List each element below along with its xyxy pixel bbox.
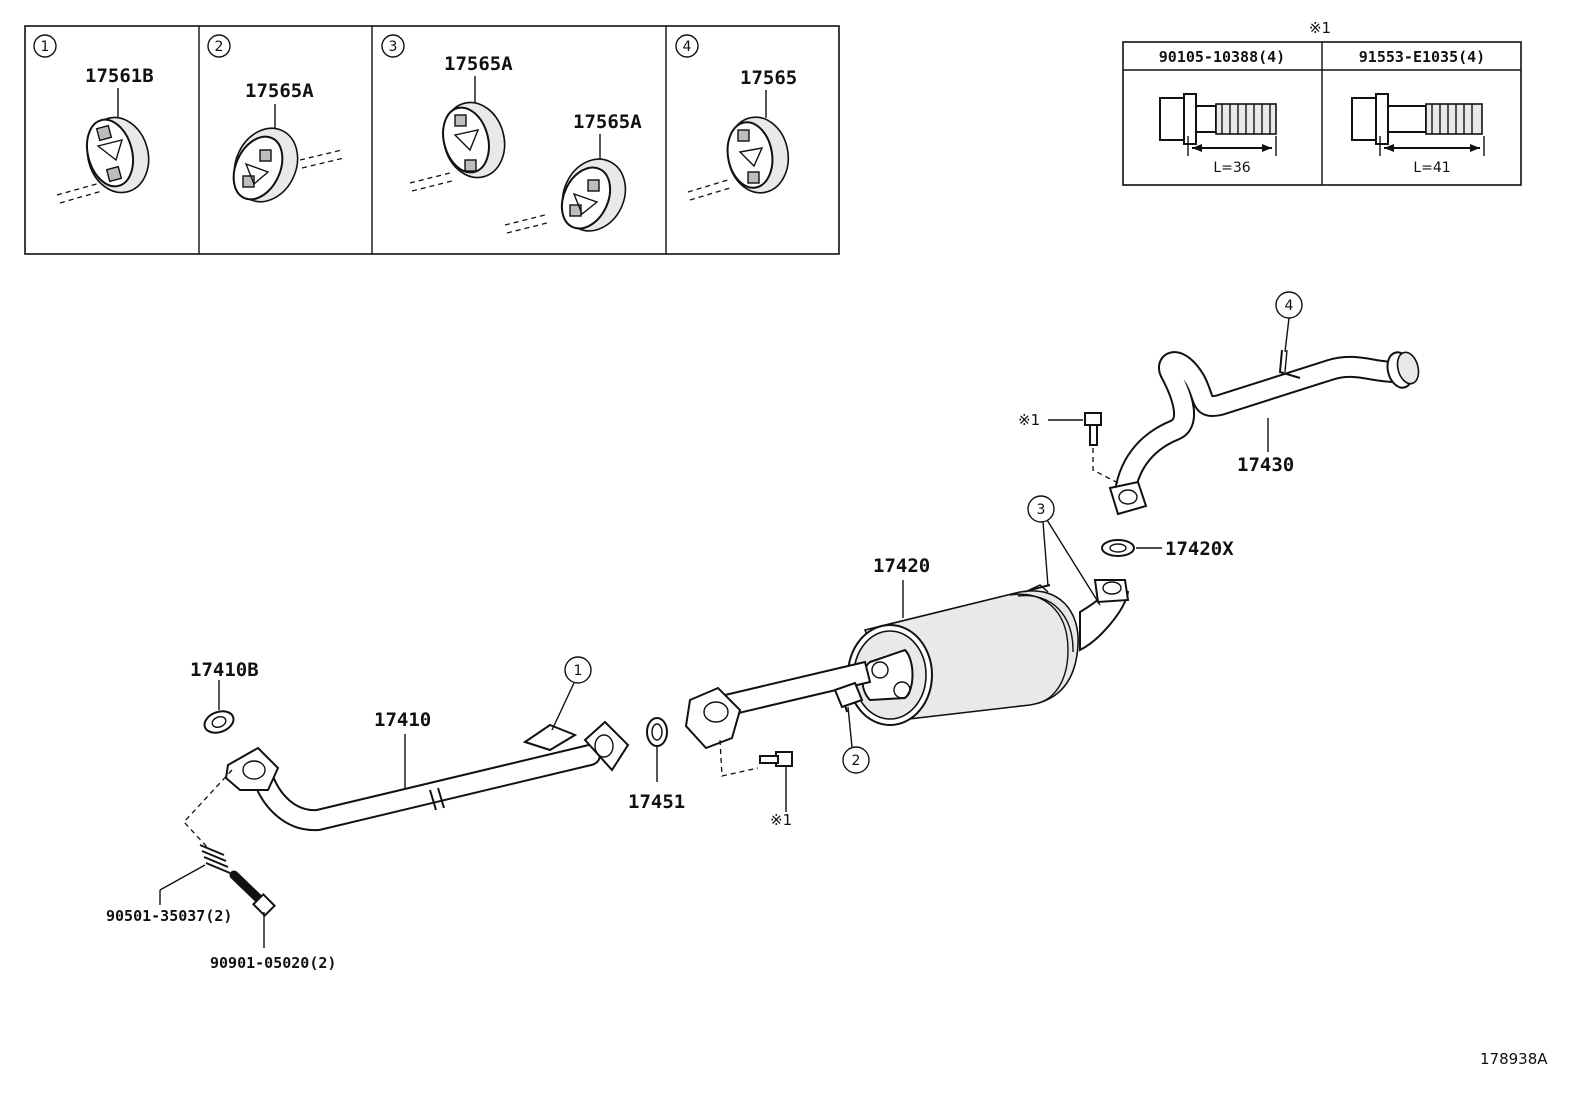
rubber-hanger-icon: [726, 116, 790, 194]
part-label-17410B: 17410B: [190, 659, 259, 681]
part-label-17451: 17451: [628, 791, 685, 813]
bolt-icon: [1159, 93, 1277, 156]
bolt-a-length: L=36: [1213, 160, 1250, 176]
center-pipe: [684, 660, 872, 750]
inset-1: 1 17561B: [33, 34, 154, 204]
inset-2: 2 17565A: [207, 34, 345, 203]
callout-1: 1: [574, 663, 583, 679]
callout-2: 2: [852, 753, 861, 769]
callout-4: 4: [1285, 298, 1294, 314]
inset-3-number: 3: [389, 39, 398, 55]
bolt-table-mark: ※1: [1309, 19, 1331, 37]
bolt-ref-lower: ※1: [770, 811, 792, 829]
part-label-90501: 90501-35037(2): [106, 907, 232, 925]
exhaust-parts-diagram: 1 17561B 2 17565A: [24, 19, 1548, 1068]
rubber-hanger-icon: [442, 101, 506, 179]
inset-3-part-label-b: 17565A: [573, 111, 642, 133]
part-label-17410: 17410: [374, 709, 431, 731]
inset-2-number: 2: [215, 39, 224, 55]
bolt-b-part-number: 91553-E1035(4): [1359, 48, 1485, 66]
inset-4-number: 4: [683, 39, 692, 55]
rubber-hanger-icon: [232, 127, 299, 203]
inset-4-part-label: 17565: [740, 67, 797, 89]
inset-2-part-label: 17565A: [245, 80, 314, 102]
front-pipe: [224, 720, 630, 832]
flange-bolt: [759, 751, 793, 767]
bolt-ref-upper: ※1: [1018, 411, 1040, 429]
inset-4: 4 17565: [675, 34, 797, 201]
part-label-90901: 90901-05020(2): [210, 954, 336, 972]
part-label-17430: 17430: [1237, 454, 1294, 476]
bolt-b-length: L=41: [1413, 160, 1450, 176]
figure-id: 178938A: [1480, 1050, 1548, 1068]
tail-pipe: [1108, 349, 1420, 516]
bolt-a-part-number: 90105-10388(4): [1159, 48, 1285, 66]
part-label-17420X: 17420X: [1165, 538, 1234, 560]
inset-3-part-label-a: 17565A: [444, 53, 513, 75]
spring-icon: [199, 844, 231, 874]
muffler: [847, 579, 1130, 726]
bolt-icon: [229, 870, 277, 918]
bolt-spec-table: ※1 90105-10388(4) 91553-E1035(4) L=36: [1122, 19, 1522, 186]
inset-1-part-label: 17561B: [85, 65, 154, 87]
flange-bolt: [1084, 412, 1102, 446]
part-label-17420: 17420: [873, 555, 930, 577]
hanger-inset-panel: 1 17561B 2 17565A: [24, 25, 840, 255]
callout-3: 3: [1037, 502, 1046, 518]
inset-3: 3 17565A 17565A: [381, 34, 642, 234]
inset-1-number: 1: [41, 39, 50, 55]
rubber-hanger-icon: [560, 158, 627, 232]
rubber-hanger-icon: [85, 116, 150, 194]
bolt-icon: [1351, 93, 1485, 156]
